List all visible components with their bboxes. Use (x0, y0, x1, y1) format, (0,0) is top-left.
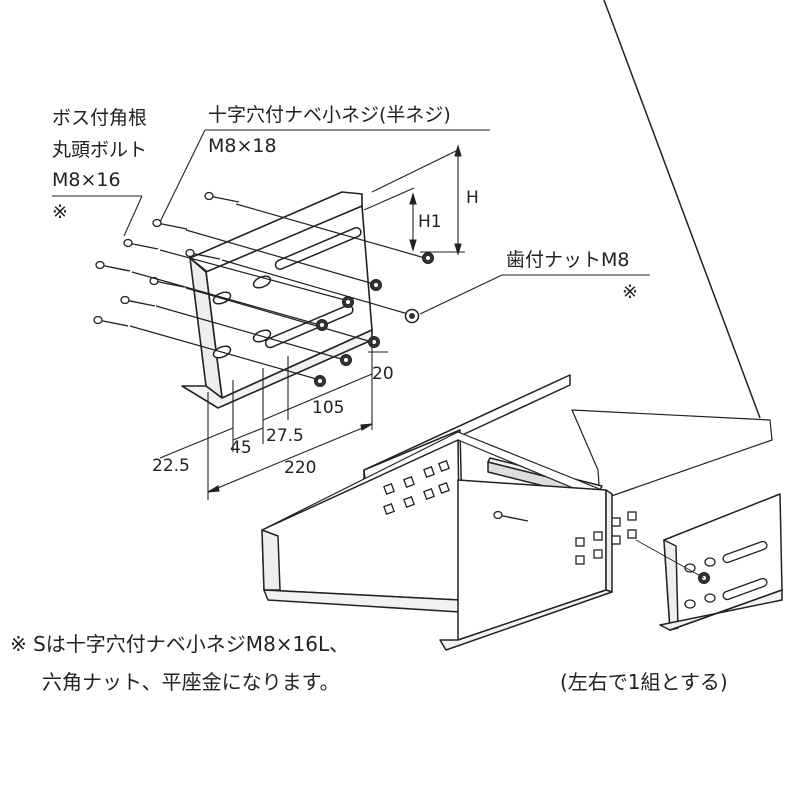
set-note: (左右で1組とする) (560, 670, 728, 694)
nut-label: 歯付ナットM8 (506, 249, 630, 271)
width-dimensions (159, 340, 388, 500)
dim-22-5: 22.5 (152, 456, 190, 476)
height-dimensions (363, 144, 465, 256)
pan-screw-label-1: 十字穴付ナベ小ネジ(半ネジ) (208, 104, 451, 126)
dim-105: 105 (312, 398, 345, 418)
callout-leaders (52, 129, 650, 315)
dim-45: 45 (230, 438, 252, 458)
ladder-holes (383, 460, 768, 609)
splice-plate (181, 191, 373, 409)
dim-27-5: 27.5 (266, 426, 304, 446)
boss-bolt-label-1: ボス付角根 (52, 107, 148, 129)
boss-bolt-mark: ※ (52, 201, 68, 223)
dim-20: 20 (372, 364, 394, 384)
boss-bolt-label-3: M8×16 (52, 169, 121, 191)
boss-bolt-label-2: 丸頭ボルト (52, 139, 148, 161)
dim-H: H (466, 188, 479, 208)
ladder-bolts (493, 510, 710, 584)
footnote-line-2: 六角ナット、平座金になります。 (42, 670, 340, 694)
pan-screw-label-2: M8×18 (208, 135, 277, 157)
footnote-line-1: ※ Sは十字穴付ナベ小ネジM8×16L、 (10, 632, 350, 656)
plate-slots (212, 226, 362, 359)
dim-220: 220 (284, 458, 317, 478)
dim-H1: H1 (418, 212, 442, 232)
nut-mark: ※ (622, 281, 638, 303)
